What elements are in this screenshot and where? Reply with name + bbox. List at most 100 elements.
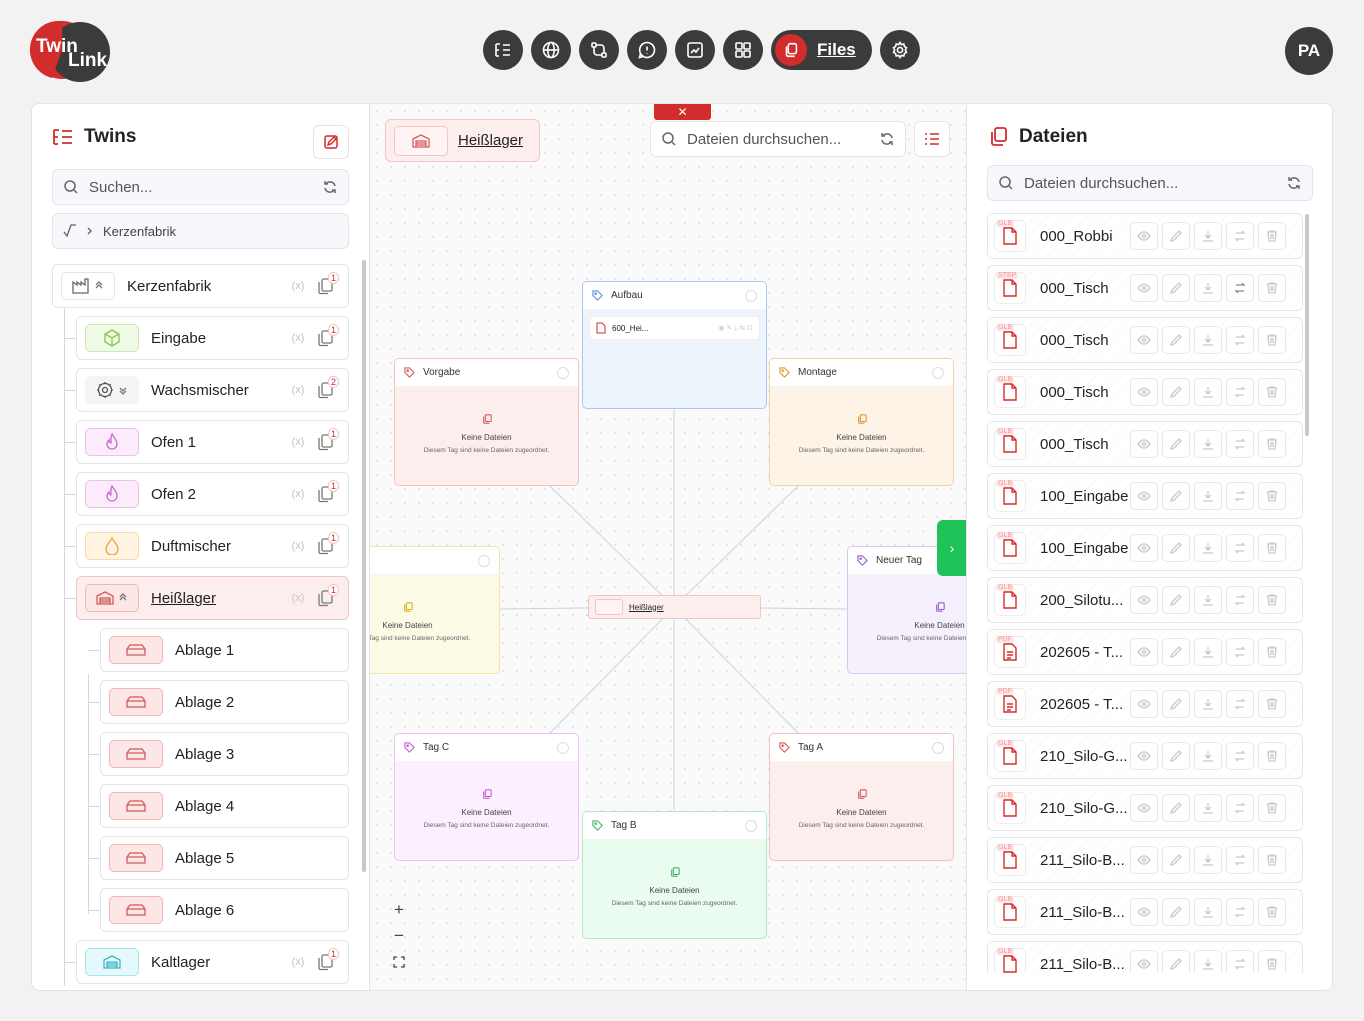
edit-button[interactable]: [1162, 378, 1190, 406]
trash-button[interactable]: [1258, 742, 1286, 770]
files-icon[interactable]: 1: [316, 532, 339, 555]
unlink-icon[interactable]: (x): [291, 488, 305, 500]
swap-button[interactable]: [1226, 690, 1254, 718]
edit-button[interactable]: [1162, 326, 1190, 354]
swap-button[interactable]: [1226, 638, 1254, 666]
tag-graph-canvas[interactable]: ✕ Heißlager Dateien durchsuchen... Aufba…: [370, 104, 966, 990]
edit-button[interactable]: [1162, 950, 1190, 973]
tree-node[interactable]: Duftmischer (x) 1: [76, 524, 349, 568]
trash-button[interactable]: [1258, 898, 1286, 926]
tree-node[interactable]: Kerzenfabrik (x) 1: [52, 264, 349, 308]
selected-twin-chip[interactable]: Heißlager: [385, 119, 540, 162]
nav-twins-button[interactable]: [483, 30, 523, 70]
unlink-icon[interactable]: (x): [291, 332, 305, 344]
files-search-input[interactable]: Dateien durchsuchen...: [987, 165, 1313, 201]
tag-node[interactable]: Tag A Keine Dateien Diesem Tag sind kein…: [769, 733, 954, 861]
edit-button[interactable]: [1162, 274, 1190, 302]
eye-button[interactable]: [1130, 742, 1158, 770]
swap-button[interactable]: [1226, 794, 1254, 822]
tag-node[interactable]: Aufbau 600_Hei... ◉ ✎ ⤓ ⇆ ⊡: [582, 281, 767, 409]
edit-button[interactable]: [1162, 430, 1190, 458]
tree-node[interactable]: Ablage 5: [100, 836, 349, 880]
unlink-icon[interactable]: (x): [291, 956, 305, 968]
eye-button[interactable]: [1130, 326, 1158, 354]
edit-button[interactable]: [1162, 222, 1190, 250]
unlink-icon[interactable]: (x): [291, 540, 305, 552]
eye-button[interactable]: [1130, 378, 1158, 406]
file-row[interactable]: GLB 210_Silo-G...: [987, 733, 1303, 779]
close-tab-button[interactable]: ✕: [654, 104, 711, 120]
gear-icon[interactable]: [557, 366, 569, 379]
eye-button[interactable]: [1130, 534, 1158, 562]
tree-node[interactable]: Ablage 4: [100, 784, 349, 828]
swap-button[interactable]: [1226, 274, 1254, 302]
list-view-button[interactable]: [914, 121, 950, 157]
nav-files-button[interactable]: Files: [771, 30, 872, 70]
trash-button[interactable]: [1258, 794, 1286, 822]
files-icon[interactable]: 1: [316, 324, 339, 347]
zoom-out-button[interactable]: −: [394, 926, 404, 945]
expand-panel-button[interactable]: ›: [937, 520, 966, 576]
download-button[interactable]: [1194, 482, 1222, 510]
unlink-icon[interactable]: (x): [291, 280, 305, 292]
nav-globe-button[interactable]: [531, 30, 571, 70]
trash-button[interactable]: [1258, 534, 1286, 562]
chevron-down-icon[interactable]: [118, 385, 128, 395]
refresh-icon[interactable]: [1286, 175, 1302, 191]
tree-node[interactable]: Ofen 1 (x) 1: [76, 420, 349, 464]
trash-button[interactable]: [1258, 222, 1286, 250]
swap-button[interactable]: [1226, 430, 1254, 458]
gear-icon[interactable]: [745, 289, 757, 302]
download-button[interactable]: [1194, 534, 1222, 562]
file-row[interactable]: GLB 000_Robbi: [987, 213, 1303, 259]
download-button[interactable]: [1194, 586, 1222, 614]
twins-scrollbar[interactable]: [362, 260, 366, 872]
eye-button[interactable]: [1130, 898, 1158, 926]
refresh-icon[interactable]: [879, 131, 895, 147]
download-button[interactable]: [1194, 274, 1222, 302]
file-row[interactable]: GLB 211_Silo-B...: [987, 889, 1303, 935]
tag-node[interactable]: Keine Dateien Diesem Tag sind keine Date…: [370, 546, 500, 674]
gear-icon[interactable]: [932, 741, 944, 754]
tag-file-item[interactable]: 600_Hei... ◉ ✎ ⤓ ⇆ ⊡: [589, 316, 760, 340]
swap-button[interactable]: [1226, 950, 1254, 973]
fit-view-button[interactable]: [385, 949, 413, 975]
file-row[interactable]: PDF 202605 - T...: [987, 629, 1303, 675]
edit-button[interactable]: [1162, 742, 1190, 770]
eye-button[interactable]: [1130, 690, 1158, 718]
trash-button[interactable]: [1258, 846, 1286, 874]
files-icon[interactable]: 1: [316, 948, 339, 971]
trash-button[interactable]: [1258, 378, 1286, 406]
swap-button[interactable]: [1226, 378, 1254, 406]
swap-button[interactable]: [1226, 846, 1254, 874]
file-row[interactable]: PDF 202605 - T...: [987, 681, 1303, 727]
edit-button[interactable]: [1162, 482, 1190, 510]
trash-button[interactable]: [1258, 482, 1286, 510]
twins-search-input[interactable]: Suchen...: [52, 169, 349, 205]
files-icon[interactable]: 1: [316, 272, 339, 295]
file-row[interactable]: GLB 000_Tisch: [987, 369, 1303, 415]
swap-button[interactable]: [1226, 534, 1254, 562]
canvas-file-search-input[interactable]: Dateien durchsuchen...: [650, 121, 906, 157]
files-scrollbar[interactable]: [1305, 214, 1309, 436]
eye-button[interactable]: [1130, 274, 1158, 302]
refresh-icon[interactable]: [322, 179, 338, 195]
trash-button[interactable]: [1258, 638, 1286, 666]
edit-button[interactable]: [1162, 586, 1190, 614]
edit-button[interactable]: [1162, 898, 1190, 926]
download-button[interactable]: [1194, 222, 1222, 250]
trash-button[interactable]: [1258, 274, 1286, 302]
nav-chart-button[interactable]: [675, 30, 715, 70]
tree-node[interactable]: Heißlager (x) 1: [76, 576, 349, 620]
file-row[interactable]: GLB 000_Tisch: [987, 317, 1303, 363]
file-row[interactable]: GLB 200_Silotu...: [987, 577, 1303, 623]
files-icon[interactable]: 1: [316, 584, 339, 607]
breadcrumb[interactable]: Kerzenfabrik: [52, 213, 349, 249]
tree-node[interactable]: Kaltlager (x) 1: [76, 940, 349, 984]
trash-button[interactable]: [1258, 586, 1286, 614]
download-button[interactable]: [1194, 690, 1222, 718]
trash-button[interactable]: [1258, 950, 1286, 973]
file-row[interactable]: GLB 211_Silo-B...: [987, 837, 1303, 883]
file-row[interactable]: GLB 000_Tisch: [987, 421, 1303, 467]
nav-alerts-button[interactable]: [627, 30, 667, 70]
